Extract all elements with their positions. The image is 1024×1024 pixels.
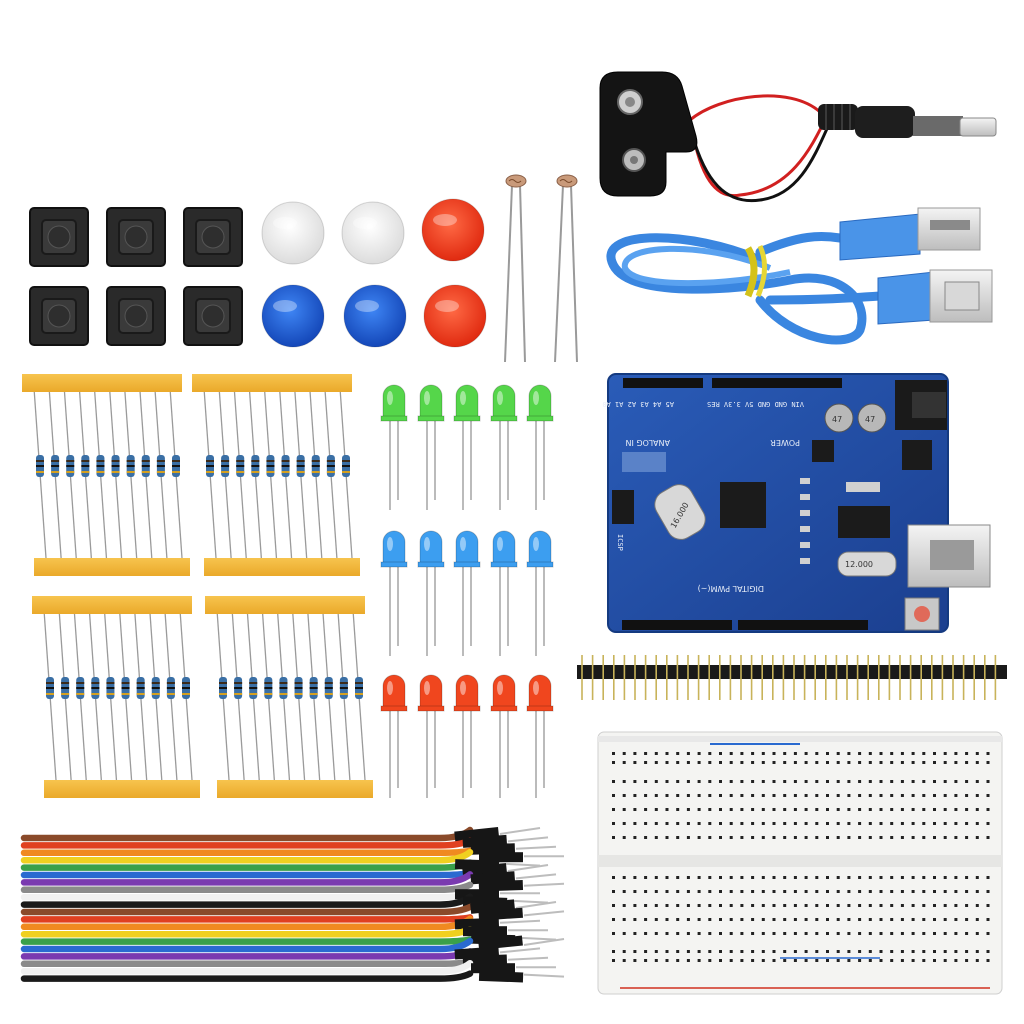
resistor-strip xyxy=(205,596,373,798)
jumper-wire xyxy=(20,848,564,864)
led xyxy=(380,384,408,510)
push-button xyxy=(106,286,166,346)
led xyxy=(490,384,518,510)
resistor-tape-bottom xyxy=(217,780,373,798)
led xyxy=(526,530,554,656)
button-cap xyxy=(261,201,325,265)
analog-in-label: ANALOG IN xyxy=(626,438,671,447)
power-label: POWER xyxy=(770,438,800,447)
jumper-wire xyxy=(20,925,548,938)
male-pin-header xyxy=(577,655,1007,700)
led xyxy=(526,384,554,510)
photoresistors xyxy=(504,174,578,363)
jumper-wire xyxy=(20,959,556,975)
jumper-wire xyxy=(20,871,557,886)
9v-battery-clip-icon xyxy=(599,71,997,203)
button-caps xyxy=(261,198,487,348)
resistor-strips xyxy=(22,374,373,798)
led xyxy=(380,674,408,798)
led xyxy=(453,530,481,656)
arduino-uno-board: 47 47 16.000 12.000 ANALOG IN POWER DIGI… xyxy=(602,373,991,633)
tactile-push-buttons xyxy=(29,207,243,346)
digital-pwm-label: DIGITAL PWM(~) xyxy=(698,584,764,593)
button-cap xyxy=(261,284,325,348)
svg-text:47: 47 xyxy=(865,415,875,424)
power-pins-label: VIN GND GND 5V 3.3V RES xyxy=(707,400,804,408)
led xyxy=(453,384,481,510)
led xyxy=(490,530,518,656)
jumper-wire xyxy=(20,879,565,894)
svg-text:47: 47 xyxy=(832,415,842,424)
push-button xyxy=(29,286,89,346)
button-cap xyxy=(423,284,487,348)
resistor-strip xyxy=(22,374,190,576)
led xyxy=(453,674,481,798)
photoresistor-1 xyxy=(504,174,527,363)
led xyxy=(380,530,408,656)
resistor-tape-bottom xyxy=(204,558,360,576)
resistor-strip xyxy=(32,596,200,798)
jumper-wires xyxy=(20,826,565,983)
resistor-strip xyxy=(192,374,360,576)
resistor-tape-top xyxy=(22,374,182,392)
push-button xyxy=(106,207,166,267)
icsp-label: ICSP xyxy=(616,534,624,551)
leds xyxy=(380,384,554,798)
jumper-wire xyxy=(20,970,565,983)
resistor-tape-bottom xyxy=(44,780,200,798)
resistor-tape-top xyxy=(192,374,352,392)
crystal-label: 12.000 xyxy=(845,560,873,569)
push-button xyxy=(183,207,243,267)
breadboard xyxy=(597,731,1003,995)
led xyxy=(417,674,445,798)
button-cap xyxy=(341,201,405,265)
jumper-wire xyxy=(20,935,565,953)
led xyxy=(417,384,445,510)
usb-cable-icon xyxy=(606,207,993,345)
led xyxy=(490,674,518,798)
photoresistor-2 xyxy=(554,174,578,363)
button-cap xyxy=(343,284,407,348)
led xyxy=(526,674,554,798)
resistor-tape-bottom xyxy=(34,558,190,576)
button-cap xyxy=(421,198,485,262)
push-button xyxy=(29,207,89,267)
led xyxy=(417,530,445,656)
analog-pins-label: A5 A4 A3 A2 A1 A0 xyxy=(602,400,674,408)
resistor-tape-top xyxy=(32,596,192,614)
resistor-tape-top xyxy=(205,596,365,614)
push-button xyxy=(183,286,243,346)
